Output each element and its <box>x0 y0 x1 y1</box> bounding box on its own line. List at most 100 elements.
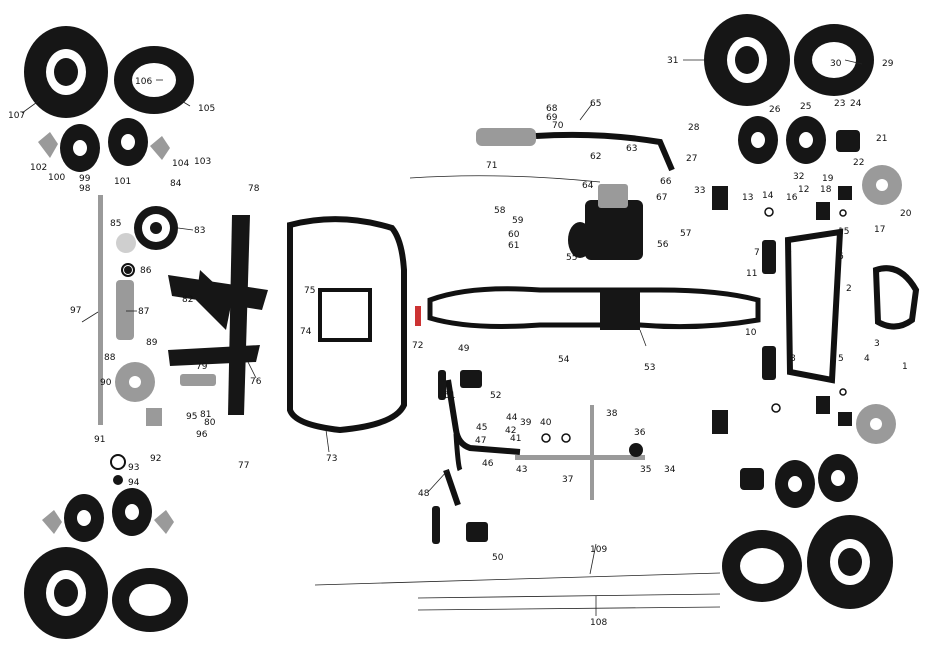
label-21: 21 <box>876 134 887 144</box>
label-26: 26 <box>769 105 781 115</box>
small-parts <box>110 207 847 485</box>
label-105: 105 <box>198 104 215 114</box>
label-34: 34 <box>664 465 676 475</box>
label-108: 108 <box>590 618 607 628</box>
label-99: 99 <box>79 174 91 184</box>
rims-top-left <box>60 118 148 172</box>
label-66: 66 <box>660 177 672 187</box>
label-52: 52 <box>490 391 501 401</box>
label-62: 62 <box>590 152 601 162</box>
label-51: 51 <box>444 391 455 401</box>
brake-disc-right-top <box>862 165 902 205</box>
label-18: 18 <box>820 185 832 195</box>
label-74: 74 <box>300 327 312 337</box>
label-31: 31 <box>667 56 678 66</box>
label-75: 75 <box>304 286 315 296</box>
label-50: 50 <box>492 553 504 563</box>
rear-axle <box>98 195 135 425</box>
label-80: 80 <box>204 418 216 428</box>
label-8: 8 <box>790 354 796 364</box>
brake-disc-rear <box>115 362 155 402</box>
inner-tube-bottom-left <box>112 568 188 632</box>
label-46: 46 <box>482 459 494 469</box>
label-38: 38 <box>606 409 618 419</box>
label-109: 109 <box>590 545 607 555</box>
handlebar <box>432 370 521 544</box>
label-9: 9 <box>786 248 792 258</box>
label-97: 97 <box>70 306 81 316</box>
label-3: 3 <box>874 339 880 349</box>
label-57: 57 <box>680 229 691 239</box>
label-86: 86 <box>140 266 152 276</box>
inner-tube-bottom-right <box>722 530 802 602</box>
label-13: 13 <box>742 193 753 203</box>
label-45: 45 <box>476 423 487 433</box>
label-84: 84 <box>170 179 182 189</box>
label-55: 55 <box>566 253 577 263</box>
label-96: 96 <box>196 430 208 440</box>
label-4: 4 <box>864 354 870 364</box>
label-107: 107 <box>8 111 25 121</box>
label-69: 69 <box>546 113 558 123</box>
leader-lines <box>21 59 863 616</box>
label-56: 56 <box>657 240 669 250</box>
label-17: 17 <box>874 225 885 235</box>
label-43: 43 <box>516 465 527 475</box>
label-1: 1 <box>902 362 908 372</box>
label-54: 54 <box>558 355 570 365</box>
label-76: 76 <box>250 377 262 387</box>
rims-bottom-right <box>775 454 858 508</box>
part-number-labels: 1 2 3 4 5 6 7 8 9 10 11 12 13 14 15 16 1… <box>8 56 912 628</box>
tire-top-left <box>24 26 108 118</box>
label-81: 81 <box>200 410 211 420</box>
label-25: 25 <box>800 102 811 112</box>
label-72: 72 <box>412 341 423 351</box>
label-41: 41 <box>510 434 521 444</box>
label-36: 36 <box>634 428 646 438</box>
label-71: 71 <box>486 161 497 171</box>
label-20: 20 <box>900 209 912 219</box>
label-29: 29 <box>882 59 894 69</box>
label-42: 42 <box>505 426 516 436</box>
main-chassis <box>415 286 761 330</box>
label-7: 7 <box>754 248 760 258</box>
label-53: 53 <box>644 363 655 373</box>
label-90: 90 <box>100 378 112 388</box>
label-78: 78 <box>248 184 260 194</box>
engine <box>568 184 643 260</box>
label-65: 65 <box>590 99 601 109</box>
label-37: 37 <box>562 475 573 485</box>
label-83: 83 <box>194 226 205 236</box>
label-59: 59 <box>512 216 524 226</box>
tire-top-right <box>704 14 790 106</box>
label-79: 79 <box>196 362 208 372</box>
label-82: 82 <box>182 295 193 305</box>
label-94: 94 <box>128 478 140 488</box>
label-47: 47 <box>475 436 486 446</box>
label-103: 103 <box>194 157 211 167</box>
label-48: 48 <box>418 489 430 499</box>
label-77: 77 <box>238 461 249 471</box>
label-27: 27 <box>686 154 697 164</box>
label-23: 23 <box>834 99 845 109</box>
label-100: 100 <box>48 173 65 183</box>
label-64: 64 <box>582 181 594 191</box>
rims-bottom-left <box>64 488 152 542</box>
label-28: 28 <box>688 123 700 133</box>
swing-arm <box>168 215 268 415</box>
label-35: 35 <box>640 465 651 475</box>
exhaust <box>476 128 675 172</box>
label-58: 58 <box>494 206 506 216</box>
label-101: 101 <box>114 177 131 187</box>
label-5: 5 <box>838 354 844 364</box>
label-98: 98 <box>79 184 91 194</box>
label-12: 12 <box>798 185 809 195</box>
label-19: 19 <box>822 174 834 184</box>
steering-shaft <box>515 405 645 500</box>
label-10: 10 <box>745 328 757 338</box>
label-95: 95 <box>186 412 197 422</box>
label-73: 73 <box>326 454 337 464</box>
label-16: 16 <box>786 193 798 203</box>
label-6: 6 <box>838 252 844 262</box>
